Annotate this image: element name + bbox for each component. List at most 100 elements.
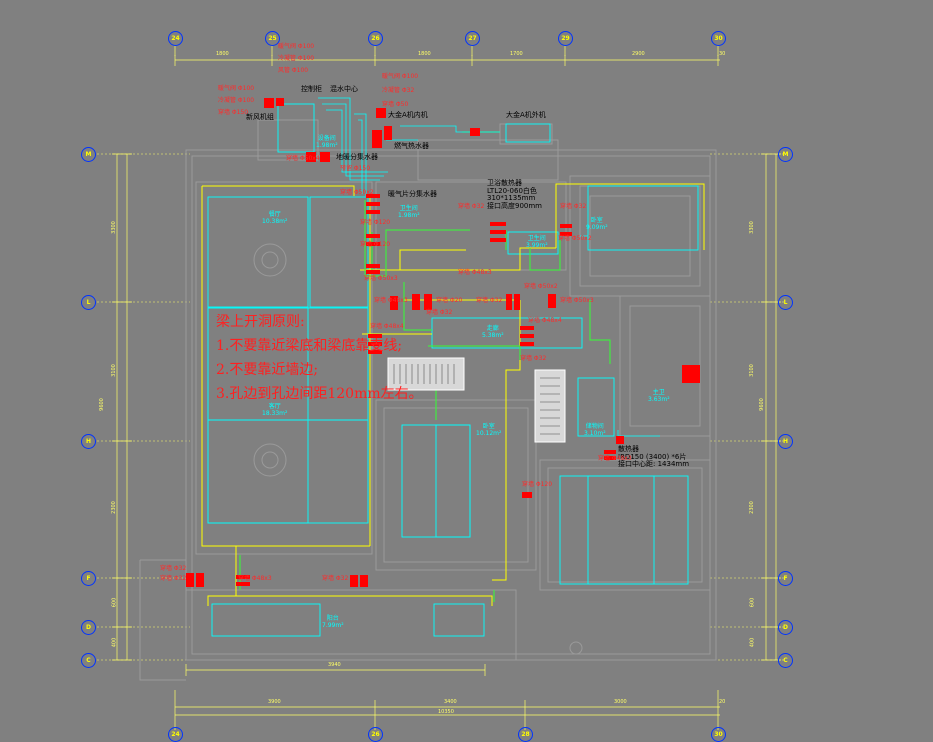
label-radiator-2: 散热器 IRD150 (3400) *6片 接口中心距: 1434mm [618,445,690,469]
pipe-tag: 穿墙 Φ50x2 [558,235,592,242]
dim-left: 3100 [110,364,117,377]
dim-right: 3300 [748,221,755,234]
pipe-tag: 穿墙 Φ48x3 [598,455,632,462]
pipe-tag: 穿墙 Φ50x3 [560,297,594,304]
axis-bubble-top: 29 [558,31,573,46]
pipe-tag: 穿墙 Φ32 [426,309,453,316]
pipe-tag: 穿墙 Φ120 [360,241,391,248]
dim-bottom: 3000 [614,699,627,705]
pipe-tag: 穿墙 Φ32 [160,575,187,582]
pipe-tag: 暖气阀 Φ100 [382,73,419,80]
pipe-tag: 穿墙 Φ50x2 [340,189,374,196]
pipe-tag: 穿墙 Φ48x4 [370,323,404,330]
dim-right: 2300 [748,501,755,514]
dim-bottom: 3900 [268,699,281,705]
axis-bubble-top: 25 [265,31,280,46]
axis-bubble-top: 24 [168,31,183,46]
penetration-markers [186,98,700,587]
dim-right: 3100 [748,364,755,377]
top-dimension-lines [174,46,720,66]
pipe-tag: 冷凝管 Φ100 [218,97,255,104]
dim-bottom: 3400 [444,699,457,705]
label-fresh-air: 新风机组 [246,113,274,121]
axis-bubble-right: C [778,653,793,668]
dim-left-total: 9600 [98,398,105,411]
label-radiator-manifold: 暖气片分集水器 [388,190,437,198]
label-radiator-1: 卫浴散热器 LTL20-060白色 310*1135mm 接口高度900mm [487,179,542,211]
axis-bubble-left: C [81,653,96,668]
dim-top: 1800 [216,51,229,57]
axis-bubble-right: M [778,147,793,162]
dim-right-total: 9600 [758,398,765,411]
axis-bubble-left: D [81,620,96,635]
axis-bubble-bottom: 26 [368,727,383,742]
pipe-tag: 穿墙 Φ48x3 [238,575,272,582]
dim-top: 30 [719,51,726,57]
axis-bubble-bottom: 24 [168,727,183,742]
drilling-note: 梁上开洞原则: 1.不要靠近梁底和梁底靠支线; 2.不要靠近墙边; 3.孔边到孔… [216,310,423,406]
label-main-unit-out: 大金A机外机 [506,111,546,119]
dim-left: 3300 [110,221,117,234]
dim-top: 1700 [510,51,523,57]
dim-top: 2900 [632,51,645,57]
dim-top: 1800 [418,51,431,57]
axis-bubble-bottom: 30 [711,727,726,742]
pipe-tag: 暖气阀 Φ100 [218,85,255,92]
label-main-unit-in: 大金A机内机 [388,111,428,119]
dim-left: 400 [111,637,118,648]
pipe-tag: 穿墙 Φ50 [382,101,409,108]
dim-room: 3940 [328,662,341,668]
pipe-tag: 穿墙 Φ32 [160,565,187,572]
pipe-tag: 穿墙 Φ32 [322,575,349,582]
dim-right: 400 [749,637,756,648]
axis-grid-lines [97,153,784,661]
label-gas-heater: 燃气热水器 [394,142,429,150]
supply-pipes [201,183,705,606]
axis-bubble-right: D [778,620,793,635]
axis-bubble-left: M [81,147,96,162]
note-item: 2.不要靠近墙边; [216,362,319,378]
label-floor-manifold: 地暖分集水器 [336,153,378,161]
pipe-tag: 风管 Φ100 [278,67,309,74]
pipe-tag: 穿墙 Φ48x3 [374,297,408,304]
pipe-tag: 穿墙 Φ120 [522,481,553,488]
dim-overall: 10350 [438,709,454,715]
pipe-tag: 穿墙 Φ120 [360,219,391,226]
pipe-tag: 穿墙 Φ32 [520,355,547,362]
bottom-dimension-lines [174,664,720,730]
pipe-tag: 冷凝管 Φ100 [278,55,315,62]
dim-left: 2300 [110,501,117,514]
pipe-tag: 穿墙 Φ20 [436,297,463,304]
dim-right: 600 [749,597,756,608]
axis-bubble-right: F [778,571,793,586]
appliances [387,357,566,443]
axis-bubble-top: 27 [465,31,480,46]
pipe-tag: 预留 Φ150 [340,165,371,172]
pipe-tag: 冷凝管 Φ32 [382,87,415,94]
axis-bubble-left: L [81,295,96,310]
note-title: 梁上开洞原则: [216,314,305,330]
heating-zones [207,103,699,637]
axis-bubble-left: F [81,571,96,586]
note-item: 1.不要靠近梁底和梁底靠支线; [216,338,403,354]
axis-bubble-bottom: 28 [518,727,533,742]
dim-left: 600 [111,597,118,608]
axis-bubble-right: H [778,434,793,449]
pipe-tag: 穿墙 Φ50x4 [286,155,320,162]
pipe-tag: 穿墙 Φ50x3 [364,275,398,282]
axis-bubble-top: 26 [368,31,383,46]
pipe-tag: 暖气阀 Φ100 [278,43,315,50]
pipe-tag: 穿墙 Φ32 [476,297,503,304]
pipe-tag: 穿墙 Φ32 [458,203,485,210]
note-item: 3.孔边到孔边间距120mm左右。 [216,386,423,402]
